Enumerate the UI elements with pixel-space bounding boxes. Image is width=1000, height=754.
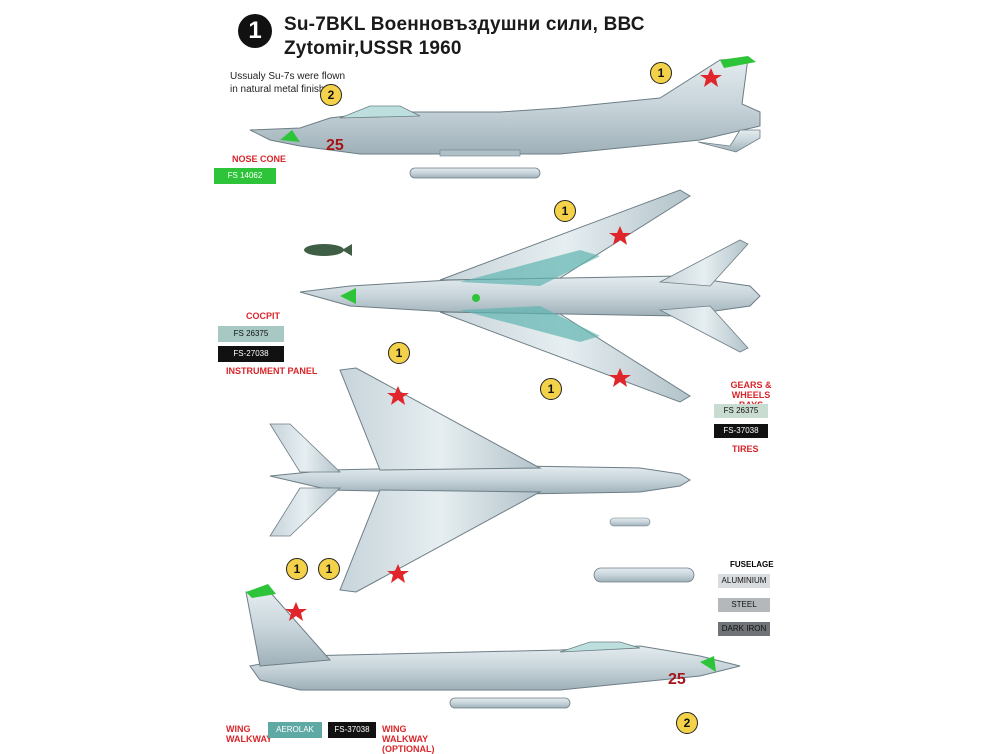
title-line-1: Su-7BKL Военновъздушни сили, ВВС [284, 14, 645, 35]
finish-note: Ussualy Su-7s were flown in natural meta… [230, 71, 346, 95]
title-line-2: Zytomir,USSR 1960 [284, 38, 462, 59]
marker-1-side-bottom: 1 [286, 558, 308, 580]
nose-cone-swatch: FS 14062 [214, 168, 276, 184]
walkway-fs-swatch: FS-37038 [328, 722, 376, 738]
marker-1-bottom-view-lower: 1 [318, 558, 340, 580]
wing-walkway-optional-label: WING WALKWAY (OPTIONAL) [382, 724, 435, 754]
cockpit-swatch-2: FS-27038 [218, 346, 284, 362]
side-view-top: 25 [249, 56, 761, 179]
gears-swatch-2: FS-37038 [714, 424, 768, 438]
fuselage-swatch-dark-iron: DARK IRON [718, 622, 770, 636]
gears-swatch-1: FS 26375 [714, 404, 768, 418]
nose-cone-label: NOSE CONE [232, 154, 287, 164]
cockpit-swatch-1: FS 26375 [218, 326, 284, 342]
wing-walkway-label: WING WALKWAY [226, 724, 273, 744]
marker-1-top-view-upper: 1 [554, 200, 576, 222]
bottom-view [269, 367, 695, 593]
marker-1-bottom-view-upper: 1 [388, 342, 410, 364]
top-view [299, 189, 761, 403]
tires-label: TIRES [732, 444, 759, 454]
fuselage-label: FUSELAGE [730, 560, 774, 569]
side-number-top: 25 [326, 137, 344, 154]
side-number-bottom: 25 [668, 671, 686, 688]
fuselage-swatch-aluminium: ALUMINIUM [718, 574, 770, 588]
cockpit-label: COCPIT [246, 311, 281, 321]
marker-2-bottom: 2 [676, 712, 698, 734]
marker-1-top-view-lower: 1 [540, 378, 562, 400]
marker-2-top: 2 [320, 84, 342, 106]
marking-number-badge: 1 [238, 14, 272, 48]
fuselage-swatch-steel: STEEL [718, 598, 770, 612]
marker-1-side-top: 1 [650, 62, 672, 84]
instrument-panel-label: INSTRUMENT PANEL [226, 366, 318, 376]
aerolak-swatch: AEROLAK [268, 722, 322, 738]
side-view-bottom: 25 [245, 584, 741, 709]
